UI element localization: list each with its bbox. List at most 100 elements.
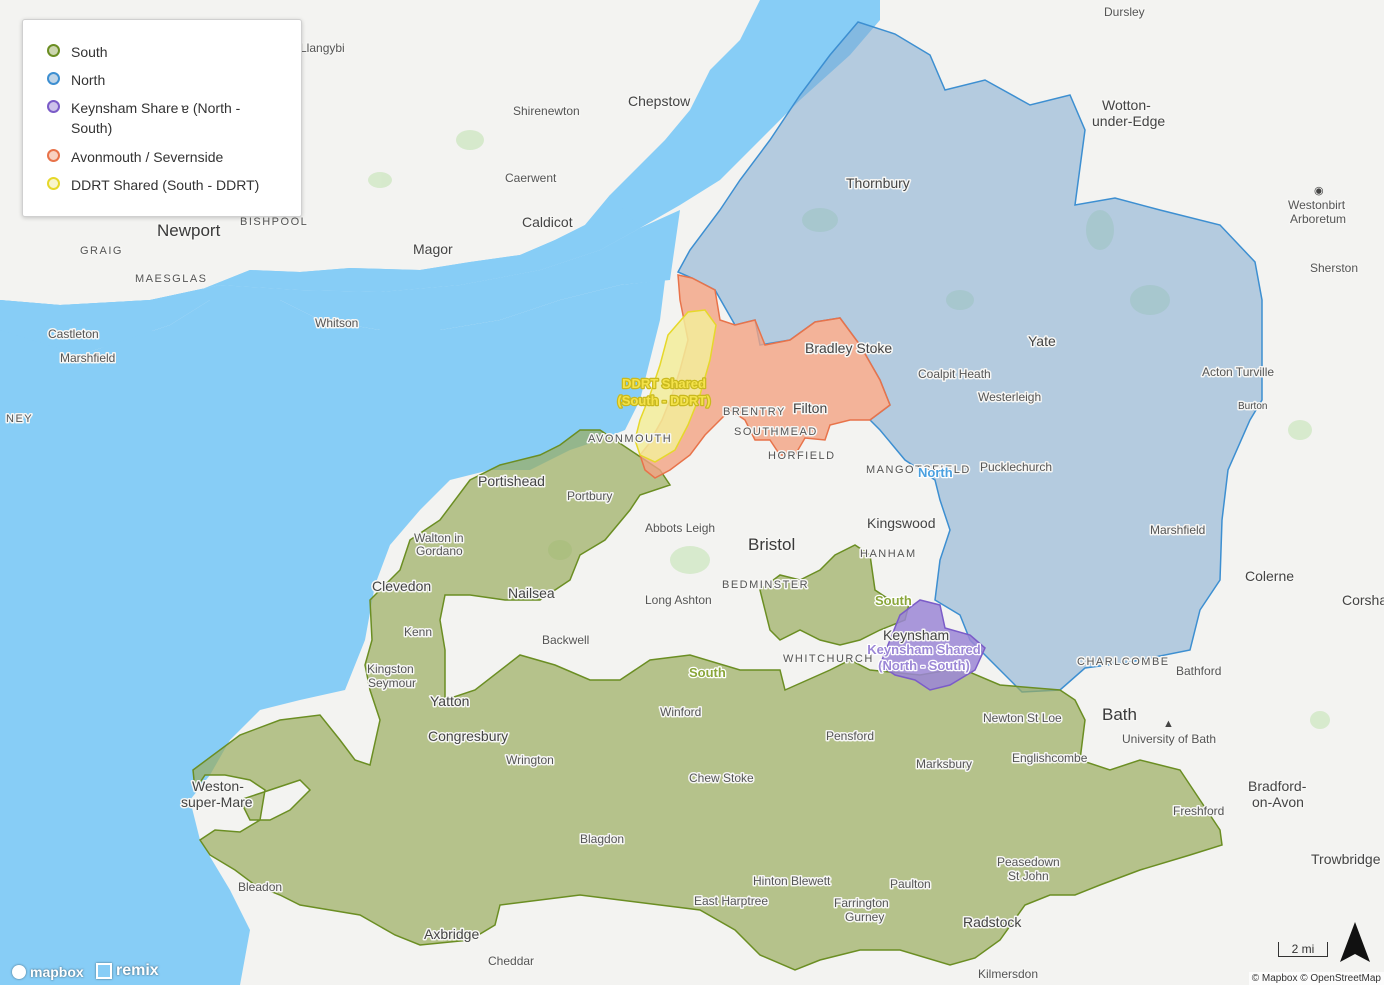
place-caldicot: Caldicot xyxy=(522,214,573,230)
zone-label-south-1: South xyxy=(875,593,912,608)
zone-ddrt[interactable] xyxy=(634,309,717,463)
place-newport: Newport xyxy=(157,221,221,240)
place-ney: NEY xyxy=(6,413,33,425)
place-keynsham: Keynsham xyxy=(883,627,949,643)
place-gordano: Gordano xyxy=(416,544,463,558)
place-portishead: Portishead xyxy=(478,473,545,489)
zone-keynsham[interactable] xyxy=(879,599,986,691)
remix-logo-text: remix xyxy=(116,962,159,979)
zone-label-ddrt-2: (South - DDRT) xyxy=(617,393,710,408)
camera-icon: ◉ xyxy=(1314,185,1324,197)
place-sherston: Sherston xyxy=(1310,261,1358,275)
place-chepstow: Chepstow xyxy=(628,93,691,109)
place-whitson: Whitson xyxy=(315,316,358,330)
place-kilmersdon: Kilmersdon xyxy=(978,967,1038,981)
place-cheddar: Cheddar xyxy=(488,954,534,968)
place-arboretum: Arboretum xyxy=(1290,212,1346,226)
place-clevedon: Clevedon xyxy=(372,578,431,594)
place-colerne: Colerne xyxy=(1245,568,1294,584)
place-burton: Burton xyxy=(1238,401,1267,412)
legend-label-south: South xyxy=(71,44,108,60)
legend-label-north: North xyxy=(71,72,106,88)
place-kenn: Kenn xyxy=(404,625,432,639)
map-legend: South North Keynsham Share ɐ (North - So… xyxy=(22,19,302,217)
legend-swatch-north xyxy=(47,72,60,85)
scale-bar: 2 mi xyxy=(1278,942,1328,957)
place-paulton: Paulton xyxy=(890,877,931,891)
place-trowbridge: Trowbridge xyxy=(1311,851,1381,867)
place-bradley-stoke: Bradley Stoke xyxy=(805,340,892,356)
place-chew-stoke: Chew Stoke xyxy=(689,771,754,785)
place-portbury: Portbury xyxy=(567,489,612,503)
place-gurney: Gurney xyxy=(845,910,884,924)
mapbox-logo-text: mapbox xyxy=(30,964,84,980)
place-blagdon: Blagdon xyxy=(580,832,624,846)
place-acton-turville: Acton Turville xyxy=(1202,365,1274,379)
place-filton: Filton xyxy=(793,400,827,416)
place-mangotsfield: MANGOTSFIELD xyxy=(866,464,971,476)
place-marshfield-w: Marshfield xyxy=(60,351,115,365)
mapbox-logo-icon xyxy=(12,965,26,979)
legend-item-keynsham[interactable]: Keynsham Share ɐ (North - South) xyxy=(47,98,287,138)
place-labels: Newport BISHPOOL GRAIG MAESGLAS Castleto… xyxy=(5,4,1384,983)
place-congresbury: Congresbury xyxy=(428,728,508,744)
place-englishcombe: Englishcombe xyxy=(1012,751,1088,765)
zone-label-north: North xyxy=(918,465,953,480)
place-st-john: St John xyxy=(1008,869,1049,883)
legend-item-avonmouth[interactable]: Avonmouth / Severnside xyxy=(47,147,287,167)
place-bristol: Bristol xyxy=(748,535,795,554)
place-wotton: Wotton- xyxy=(1102,97,1151,113)
map-attribution[interactable]: © Mapbox © OpenStreetMap xyxy=(1248,972,1384,985)
legend-item-south[interactable]: South xyxy=(47,42,287,62)
channel-upper xyxy=(0,210,680,355)
place-marshfield-e: Marshfield xyxy=(1150,523,1205,537)
place-walton: Walton in xyxy=(414,531,464,545)
place-freshford: Freshford xyxy=(1173,804,1224,818)
place-westerleigh: Westerleigh xyxy=(978,390,1041,404)
place-peasedown: Peasedown xyxy=(997,855,1060,869)
place-seymour: Seymour xyxy=(368,676,416,690)
place-yatton: Yatton xyxy=(430,693,469,709)
legend-label-ddrt: DDRT Shared (South - DDRT) xyxy=(71,177,260,193)
place-castleton: Castleton xyxy=(48,327,99,341)
place-dursley: Dursley xyxy=(1104,5,1145,19)
legend-swatch-keynsham xyxy=(47,100,60,113)
place-maesglas: MAESGLAS xyxy=(135,273,208,285)
legend-item-ddrt[interactable]: DDRT Shared (South - DDRT) xyxy=(47,175,287,195)
place-university-of-bath: University of Bath xyxy=(1122,732,1216,746)
mapbox-logo[interactable]: mapbox xyxy=(12,964,84,980)
place-shirenewton: Shirenewton xyxy=(513,104,580,118)
place-westonbirt: Westonbirt xyxy=(1288,198,1346,212)
place-wotton-2: under-Edge xyxy=(1092,113,1165,129)
place-newton-st-loe: Newton St Loe xyxy=(983,711,1062,725)
place-caerwent: Caerwent xyxy=(505,171,557,185)
place-bradford: Bradford- xyxy=(1248,778,1307,794)
place-super-mare: super-Mare xyxy=(181,794,253,810)
place-bleadon: Bleadon xyxy=(238,880,282,894)
place-hanham: HANHAM xyxy=(860,548,917,560)
place-pucklechurch: Pucklechurch xyxy=(980,460,1052,474)
zone-south[interactable] xyxy=(192,429,1223,971)
place-pensford: Pensford xyxy=(826,729,874,743)
zone-label-ddrt-1: DDRT Shared xyxy=(622,376,706,391)
place-bishpool: BISHPOOL xyxy=(240,216,308,228)
place-hinton-blewett: Hinton Blewett xyxy=(753,874,831,888)
place-bathford: Bathford xyxy=(1176,664,1221,678)
place-coalpit-heath: Coalpit Heath xyxy=(918,367,991,381)
north-arrow-icon xyxy=(1340,922,1370,962)
place-weston: Weston- xyxy=(192,778,244,794)
place-southmead: SOUTHMEAD xyxy=(734,426,818,438)
legend-label-avonmouth: Avonmouth / Severnside xyxy=(71,149,224,165)
place-corsham: Corsha xyxy=(1342,592,1384,608)
remix-logo: remix xyxy=(96,962,159,980)
bristol-channel-main xyxy=(0,280,665,985)
place-bath: Bath xyxy=(1102,705,1137,724)
place-axbridge: Axbridge xyxy=(424,926,479,942)
place-on-avon: on-Avon xyxy=(1252,794,1304,810)
place-radstock: Radstock xyxy=(963,914,1022,930)
scale-label: 2 mi xyxy=(1291,942,1315,956)
place-long-ashton: Long Ashton xyxy=(645,593,712,607)
legend-item-north[interactable]: North xyxy=(47,70,287,90)
place-marksbury: Marksbury xyxy=(916,757,972,771)
